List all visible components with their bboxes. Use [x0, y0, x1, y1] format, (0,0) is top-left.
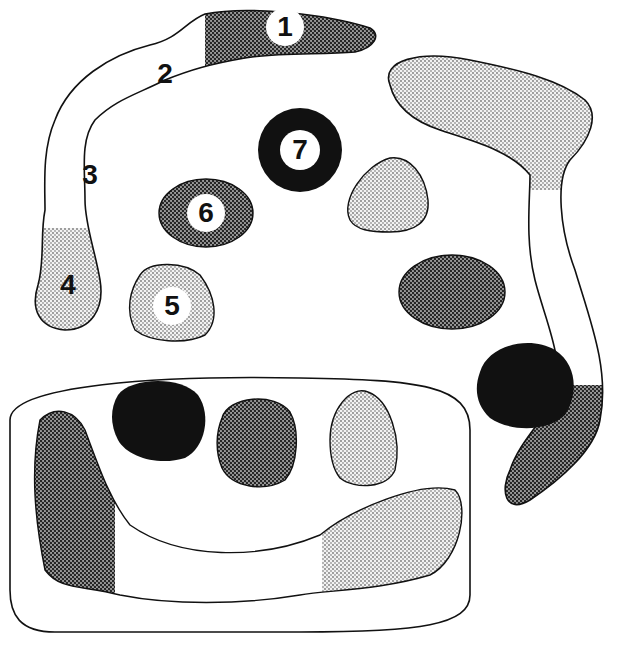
- dark-blob: [399, 255, 505, 329]
- light-blob: [348, 158, 428, 232]
- callout-number: 1: [266, 8, 304, 46]
- callout-number: 5: [153, 287, 191, 325]
- callout-number: 2: [157, 58, 173, 90]
- callout-number: 3: [82, 159, 98, 191]
- callout-number: 7: [280, 130, 320, 170]
- black-blob: 7: [256, 106, 344, 194]
- black-blob: [477, 343, 574, 428]
- light-blob: 5: [125, 258, 225, 350]
- dark-blob: 6: [155, 175, 257, 251]
- callout-number: 4: [60, 269, 76, 301]
- callout-number: 6: [187, 194, 225, 232]
- bottom-region: [10, 377, 470, 632]
